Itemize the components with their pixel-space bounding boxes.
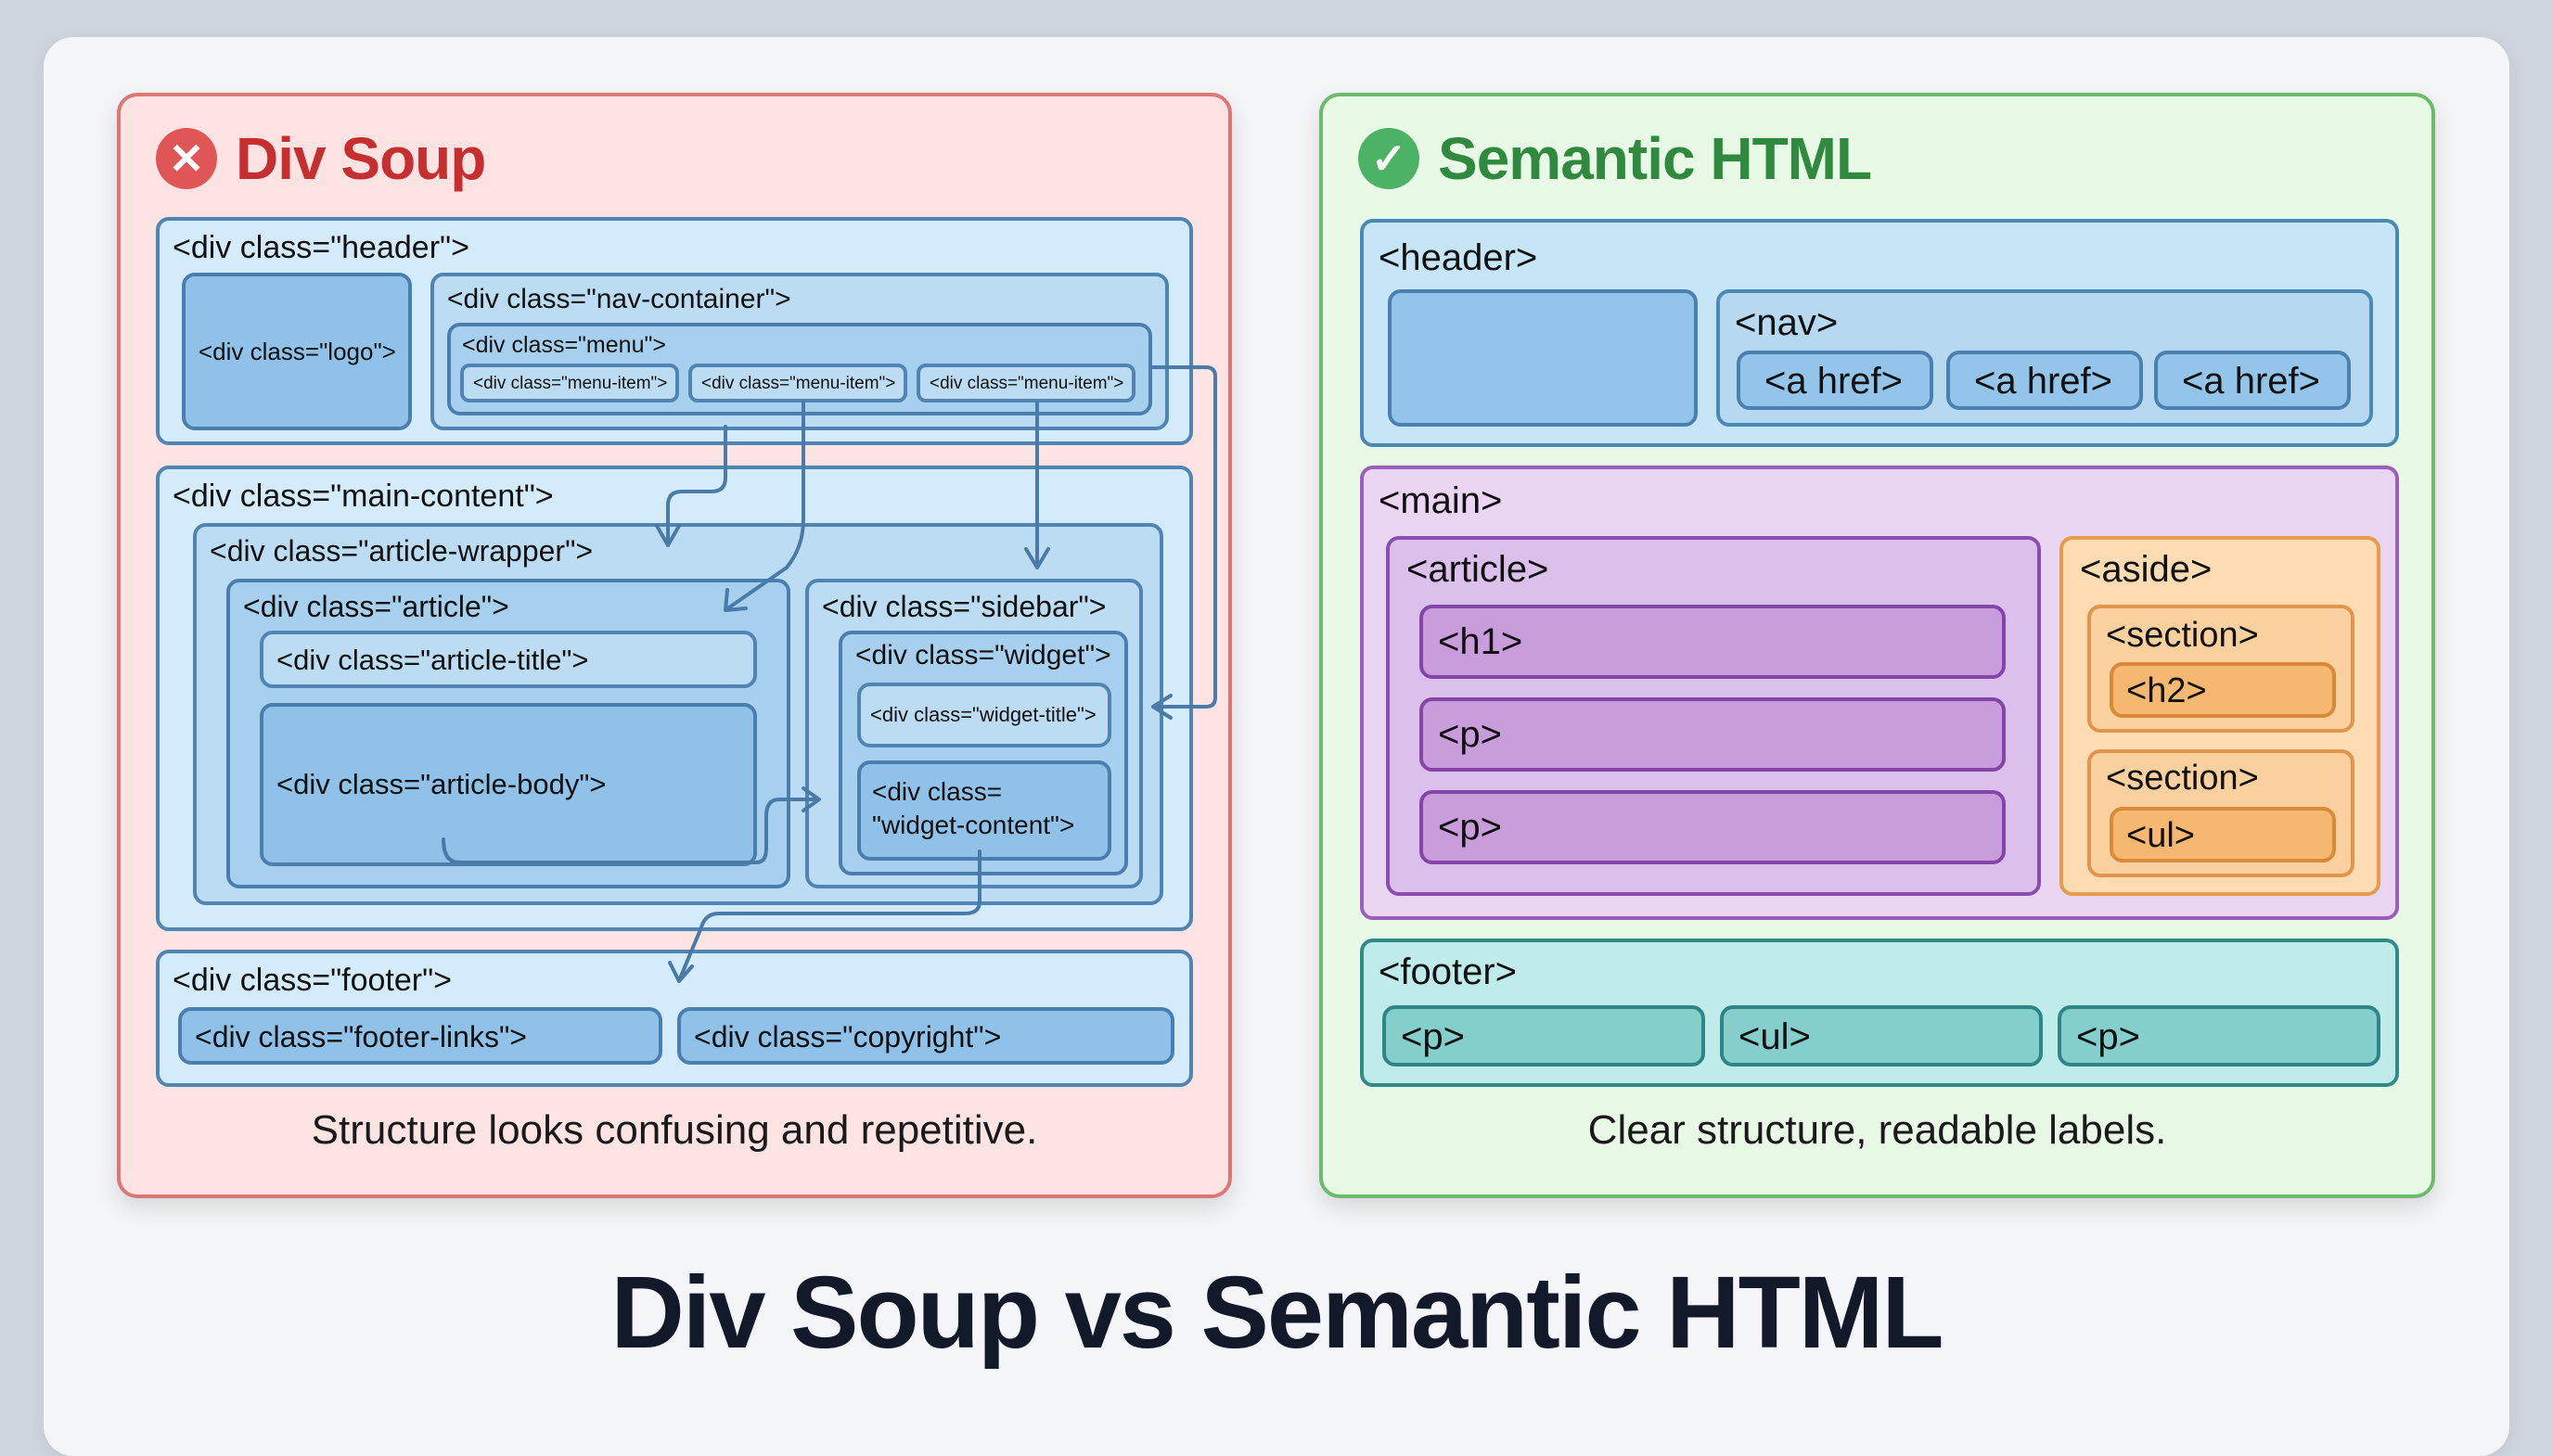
div-widget-title-label: <div class="widget-title"> bbox=[870, 703, 1097, 726]
div-sidebar-label: <div class="sidebar"> bbox=[822, 590, 1107, 623]
div-article-title-box: <div class="article-title"> bbox=[260, 631, 757, 688]
div-menu-box: <div class="menu"> <div class="menu-item… bbox=[447, 323, 1152, 415]
div-article-body-label: <div class="article-body"> bbox=[276, 768, 607, 800]
semantic-link-label: <a href> bbox=[1974, 361, 2113, 402]
div-menu-item-label: <div class="menu-item"> bbox=[930, 374, 1124, 393]
div-article-title-label: <div class="article-title"> bbox=[276, 644, 589, 676]
div-soup-caption: Structure looks confusing and repetitive… bbox=[311, 1107, 1038, 1153]
div-widget-label: <div class="widget"> bbox=[855, 640, 1111, 671]
semantic-link-label: <a href> bbox=[1764, 361, 1904, 402]
semantic-ul-label: <ul> bbox=[2126, 816, 2195, 855]
semantic-footer-child-box: <p> bbox=[2058, 1005, 2380, 1066]
semantic-nav-box: <nav> <a href> <a href> <a href> bbox=[1716, 289, 2373, 427]
semantic-ul-box: <ul> bbox=[2110, 807, 2336, 862]
semantic-main-box: <main> <article> <h1> <p> <p> <aside> <s… bbox=[1360, 466, 2399, 920]
div-footer-label: <div class="footer"> bbox=[173, 963, 453, 998]
semantic-footer-child-box: <ul> bbox=[1720, 1005, 2043, 1066]
div-menu-label: <div class="menu"> bbox=[462, 332, 666, 358]
semantic-link-box: <a href> bbox=[2154, 351, 2351, 410]
semantic-logo-box bbox=[1388, 289, 1698, 427]
semantic-footer-box: <footer> <p> <ul> <p> bbox=[1360, 939, 2399, 1087]
semantic-article-child-box: <p> bbox=[1419, 790, 2006, 864]
semantic-section-label: <section> bbox=[2106, 616, 2259, 655]
div-widget-box: <div class="widget"> <div class="widget-… bbox=[839, 631, 1128, 875]
diagram-title: Div Soup vs Semantic HTML bbox=[610, 1256, 1944, 1370]
semantic-p-label: <p> bbox=[1438, 714, 1502, 755]
semantic-footer-p-label: <p> bbox=[1401, 1016, 1465, 1057]
semantic-link-box: <a href> bbox=[1737, 351, 1933, 410]
div-menu-item-box: <div class="menu-item"> bbox=[688, 364, 907, 402]
div-header-label: <div class="header"> bbox=[173, 230, 469, 265]
div-menu-item-box: <div class="menu-item"> bbox=[917, 364, 1135, 402]
div-copyright-label: <div class="copyright"> bbox=[694, 1020, 1002, 1054]
semantic-footer-ul-label: <ul> bbox=[1738, 1016, 1811, 1057]
semantic-nav-label: <nav> bbox=[1735, 302, 1839, 343]
semantic-article-box: <article> <h1> <p> <p> bbox=[1386, 536, 2041, 896]
semantic-aside-box: <aside> <section> <h2> <section> <ul> bbox=[2059, 536, 2380, 896]
div-menu-item-box: <div class="menu-item"> bbox=[460, 364, 679, 402]
semantic-article-child-box: <p> bbox=[1419, 697, 2006, 772]
div-main-content-label: <div class="main-content"> bbox=[173, 479, 554, 514]
div-widget-title-box: <div class="widget-title"> bbox=[857, 683, 1111, 747]
semantic-title: Semantic HTML bbox=[1438, 125, 1872, 192]
semantic-heading: ✓ Semantic HTML bbox=[1358, 124, 1872, 193]
div-sidebar-box: <div class="sidebar"> <div class="widget… bbox=[805, 579, 1143, 888]
div-article-wrapper-box: <div class="article-wrapper"> <div class… bbox=[193, 523, 1163, 905]
div-widget-content-label-2: "widget-content"> bbox=[872, 811, 1075, 839]
div-nav-container-label: <div class="nav-container"> bbox=[447, 284, 791, 314]
check-circle-icon: ✓ bbox=[1358, 128, 1419, 189]
div-article-box: <div class="article"> <div class="articl… bbox=[226, 579, 790, 888]
semantic-section-box: <section> <h2> bbox=[2087, 605, 2354, 733]
div-article-body-box: <div class="article-body"> bbox=[260, 703, 757, 866]
semantic-header-box: <header> <nav> <a href> <a href> <a href… bbox=[1360, 219, 2399, 447]
semantic-h2-label: <h2> bbox=[2126, 671, 2207, 710]
div-widget-content-label: <div class= bbox=[872, 777, 1003, 806]
div-article-label: <div class="article"> bbox=[243, 590, 509, 623]
semantic-aside-label: <aside> bbox=[2080, 549, 2213, 590]
div-nav-container-box: <div class="nav-container"> <div class="… bbox=[430, 273, 1169, 430]
div-main-content-box: <div class="main-content"> <div class="a… bbox=[156, 466, 1193, 931]
div-menu-item-label: <div class="menu-item"> bbox=[701, 374, 896, 393]
div-soup-heading: ✕ Div Soup bbox=[156, 124, 486, 193]
div-logo-label: <div class="logo"> bbox=[199, 338, 396, 365]
semantic-h2-box: <h2> bbox=[2110, 662, 2336, 718]
semantic-link-box: <a href> bbox=[1946, 351, 2143, 410]
semantic-caption: Clear structure, readable labels. bbox=[1587, 1107, 2167, 1153]
div-footer-links-box: <div class="footer-links"> bbox=[178, 1007, 662, 1065]
semantic-h1-label: <h1> bbox=[1438, 621, 1523, 662]
semantic-article-child-box: <h1> bbox=[1419, 605, 2006, 679]
semantic-panel: ✓ Semantic HTML <header> <nav> <a href> … bbox=[1319, 93, 2435, 1198]
semantic-article-label: <article> bbox=[1406, 549, 1549, 590]
div-widget-content-box: <div class= "widget-content"> bbox=[857, 760, 1111, 861]
div-footer-box: <div class="footer"> <div class="footer-… bbox=[156, 950, 1193, 1087]
semantic-footer-label: <footer> bbox=[1379, 952, 1518, 992]
semantic-p-label: <p> bbox=[1438, 807, 1502, 848]
div-header-box: <div class="header"> <div class="logo"> … bbox=[156, 217, 1193, 445]
div-copyright-box: <div class="copyright"> bbox=[677, 1007, 1174, 1065]
div-soup-title: Div Soup bbox=[236, 125, 486, 192]
semantic-main-label: <main> bbox=[1379, 480, 1503, 521]
div-menu-item-label: <div class="menu-item"> bbox=[473, 374, 668, 393]
semantic-footer-child-box: <p> bbox=[1382, 1005, 1705, 1066]
semantic-header-label: <header> bbox=[1379, 237, 1538, 278]
x-circle-icon: ✕ bbox=[156, 128, 217, 189]
semantic-section-label: <section> bbox=[2106, 759, 2259, 798]
div-soup-panel: ✕ Div Soup <div class="header"> <div cla… bbox=[117, 93, 1232, 1198]
div-footer-links-label: <div class="footer-links"> bbox=[195, 1020, 527, 1054]
semantic-section-box: <section> <ul> bbox=[2087, 749, 2354, 877]
div-logo-box: <div class="logo"> bbox=[182, 273, 412, 430]
div-article-wrapper-label: <div class="article-wrapper"> bbox=[210, 534, 594, 568]
semantic-link-label: <a href> bbox=[2182, 361, 2321, 402]
semantic-footer-p-label-2: <p> bbox=[2076, 1016, 2140, 1057]
